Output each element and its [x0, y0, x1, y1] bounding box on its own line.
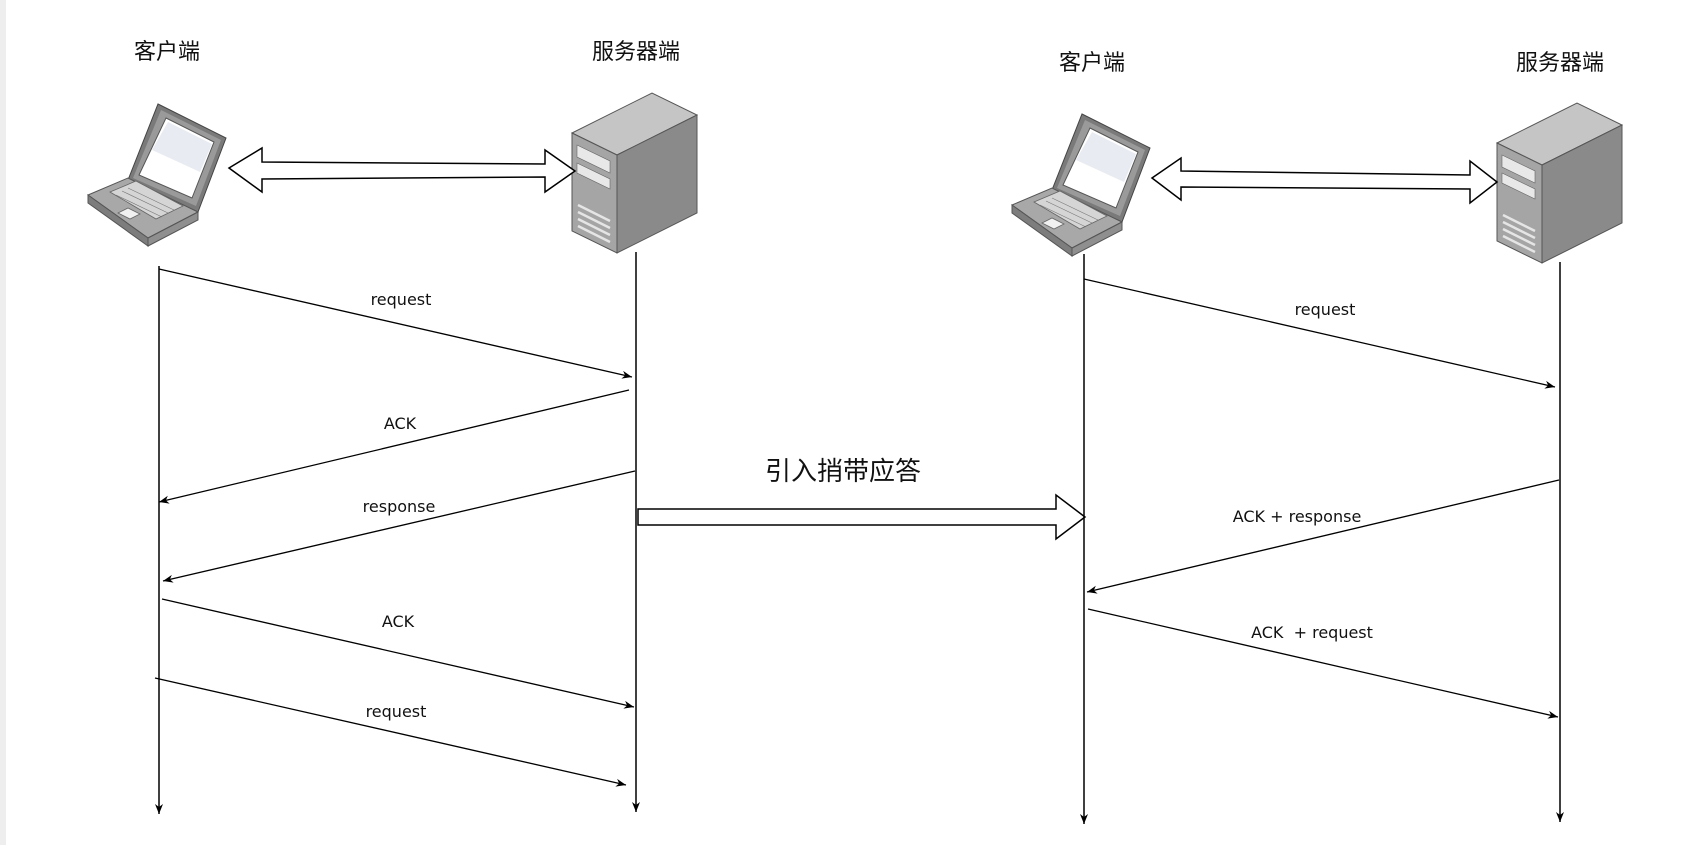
left-msg-request-2-label: request: [366, 702, 427, 721]
center-transition: 引入捎带应答: [637, 457, 1087, 541]
right-msg-ack-request-label: ACK + request: [1251, 623, 1373, 642]
left-msg-response-arrow: [162, 470, 636, 583]
center-label: 引入捎带应答: [765, 457, 921, 487]
right-msg-ack-request-arrow: [1087, 608, 1559, 719]
left-msg-response-label: response: [363, 497, 436, 516]
canvas-left-border: [0, 0, 6, 845]
left-msg-ack-1-label: ACK: [384, 414, 417, 433]
left-msg-ack-2-arrow: [161, 598, 635, 709]
right-client-label: 客户端: [1059, 51, 1125, 76]
right-msg-request-label: request: [1295, 300, 1356, 319]
left-diagram: 客户端 服务器端 request ACK response ACK reques…: [87, 40, 699, 814]
left-msg-request-2-arrow: [154, 677, 627, 787]
double-arrow-icon: [1150, 156, 1499, 205]
double-arrow-icon: [227, 146, 577, 194]
left-msg-request-1-arrow: [158, 268, 633, 379]
big-transition-arrow: [637, 493, 1087, 541]
right-diagram: 客户端 服务器端 request ACK + response ACK + re…: [1011, 51, 1624, 824]
right-msg-request-arrow: [1083, 278, 1556, 389]
laptop-icon: [1011, 113, 1151, 257]
right-server-label: 服务器端: [1516, 51, 1604, 76]
left-msg-ack-2-label: ACK: [382, 612, 415, 631]
left-msg-request-1-label: request: [371, 290, 432, 309]
laptop-icon: [87, 103, 227, 247]
left-client-label: 客户端: [134, 40, 200, 65]
server-icon: [570, 91, 699, 255]
right-msg-ack-response-arrow: [1086, 479, 1560, 594]
server-icon: [1495, 101, 1624, 265]
right-msg-ack-response-label: ACK + response: [1233, 507, 1362, 526]
left-server-label: 服务器端: [592, 40, 680, 65]
left-msg-ack-1-arrow: [158, 389, 630, 504]
